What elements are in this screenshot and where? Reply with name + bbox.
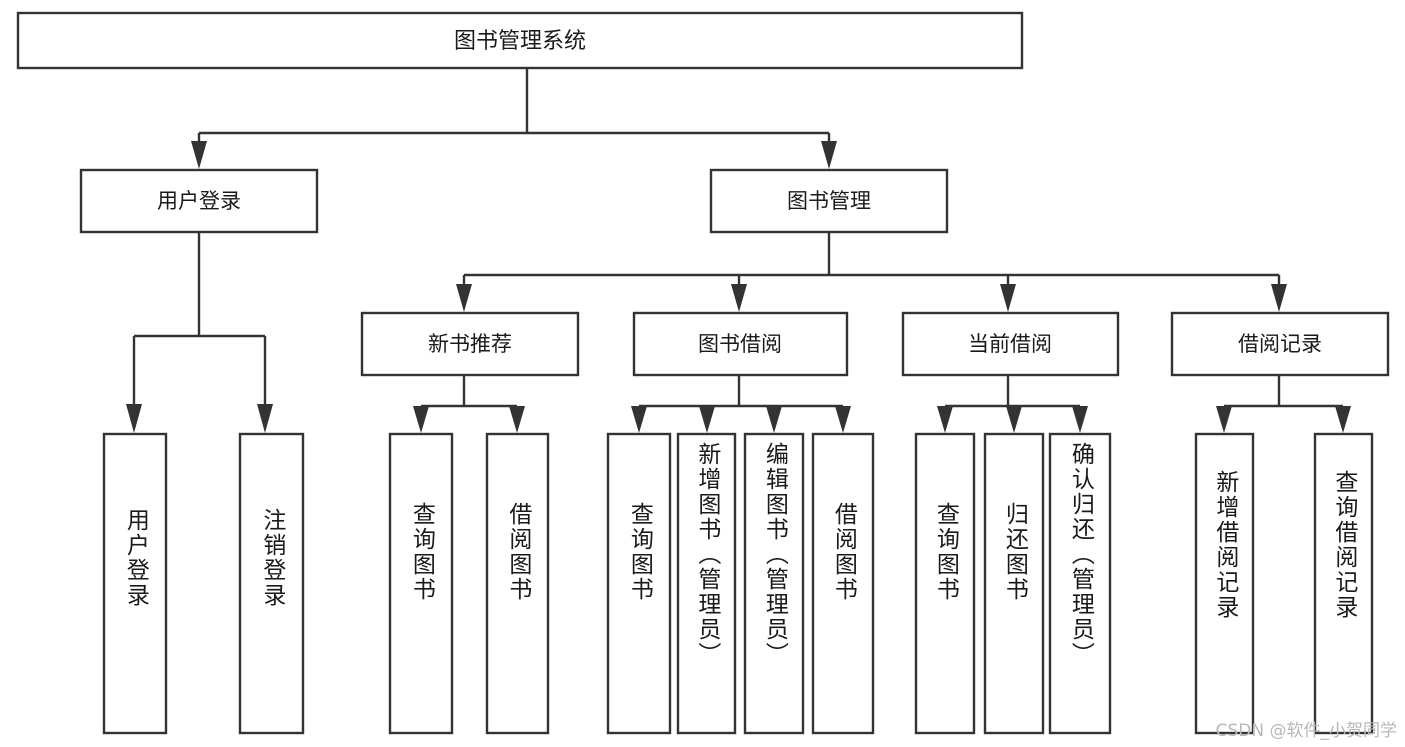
arrow-to-book-manage [821, 141, 837, 169]
leaf-boxes [102, 432, 1374, 735]
leaf-box-query-book-2[interactable] [606, 432, 672, 735]
user-login-label: 用户登录 [157, 189, 241, 213]
arrow-to-new-book-recommend [456, 284, 472, 312]
leaf-box-confirm-return[interactable] [1048, 432, 1112, 735]
new-book-recommend-box[interactable] [360, 311, 580, 377]
arrow-to-borrow-record [1271, 284, 1287, 312]
leaf-box-query-record[interactable] [1313, 432, 1374, 735]
root-label: 图书管理系统 [454, 29, 586, 54]
arrow-to-leaf-add-record [1216, 406, 1232, 433]
arrow-to-leaf-query-book-1 [413, 406, 429, 433]
node-book-manage[interactable]: 图书管理 [709, 168, 949, 234]
edge-group-borrow-record [1216, 376, 1351, 433]
node-new-book-recommend[interactable]: 新书推荐 [360, 311, 580, 377]
edge-group-book-borrow [631, 376, 851, 433]
new-book-recommend-label: 新书推荐 [428, 332, 512, 356]
borrow-record-label: 借阅记录 [1238, 332, 1322, 356]
edge-group-new-book-recommend [413, 376, 525, 433]
leaf-box-query-book-3[interactable] [914, 432, 976, 735]
edge-group-root [191, 68, 837, 169]
borrow-record-box[interactable] [1170, 311, 1390, 377]
arrow-to-leaf-user-logout [257, 404, 273, 433]
arrow-to-leaf-confirm-return [1072, 406, 1088, 433]
node-user-login[interactable]: 用户登录 [79, 168, 319, 234]
book-borrow-box[interactable] [632, 311, 849, 377]
leaf-box-borrow-book-1[interactable] [485, 432, 550, 735]
node-root[interactable]: 图书管理系统 [16, 11, 1024, 70]
current-borrow-label: 当前借阅 [968, 332, 1052, 356]
book-borrow-label: 图书借阅 [698, 332, 782, 356]
arrow-to-leaf-return-book [1006, 406, 1022, 433]
root-box[interactable] [16, 11, 1024, 70]
csdn-watermark: CSDN @软件_小贺同学 [1215, 721, 1397, 741]
edge-group-book-manage [456, 233, 1287, 312]
arrow-to-leaf-user-login [126, 404, 142, 433]
arrow-to-book-borrow [731, 284, 747, 312]
arrow-to-leaf-borrow-book-1 [509, 406, 525, 433]
leaf-box-borrow-book-2[interactable] [811, 432, 875, 735]
arrow-to-leaf-query-record [1335, 406, 1351, 433]
node-book-borrow[interactable]: 图书借阅 [632, 311, 849, 377]
leaf-box-user-login[interactable] [102, 432, 168, 735]
arrow-to-current-borrow [1000, 284, 1016, 312]
arrow-to-leaf-add-book [699, 406, 715, 433]
book-manage-box[interactable] [709, 168, 949, 234]
leaf-box-add-book[interactable] [676, 432, 737, 735]
arrow-to-leaf-query-book-3 [937, 406, 953, 433]
leaf-box-user-logout[interactable] [238, 432, 305, 735]
book-manage-label: 图书管理 [787, 189, 871, 213]
leaf-box-edit-book[interactable] [743, 432, 805, 735]
user-login-box[interactable] [79, 168, 319, 234]
node-current-borrow[interactable]: 当前借阅 [901, 311, 1120, 377]
arrow-to-leaf-edit-book [766, 406, 782, 433]
arrow-to-leaf-query-book-2 [631, 406, 647, 433]
edge-group-user-login [126, 233, 273, 433]
arrow-to-leaf-borrow-book-2 [835, 406, 851, 433]
leaf-box-return-book[interactable] [983, 432, 1045, 735]
leaf-box-query-book-1[interactable] [388, 432, 454, 735]
edge-group-current-borrow [937, 376, 1088, 433]
arrow-to-user-login [191, 141, 207, 169]
node-borrow-record[interactable]: 借阅记录 [1170, 311, 1390, 377]
leaf-box-add-record[interactable] [1194, 432, 1255, 735]
current-borrow-box[interactable] [901, 311, 1120, 377]
